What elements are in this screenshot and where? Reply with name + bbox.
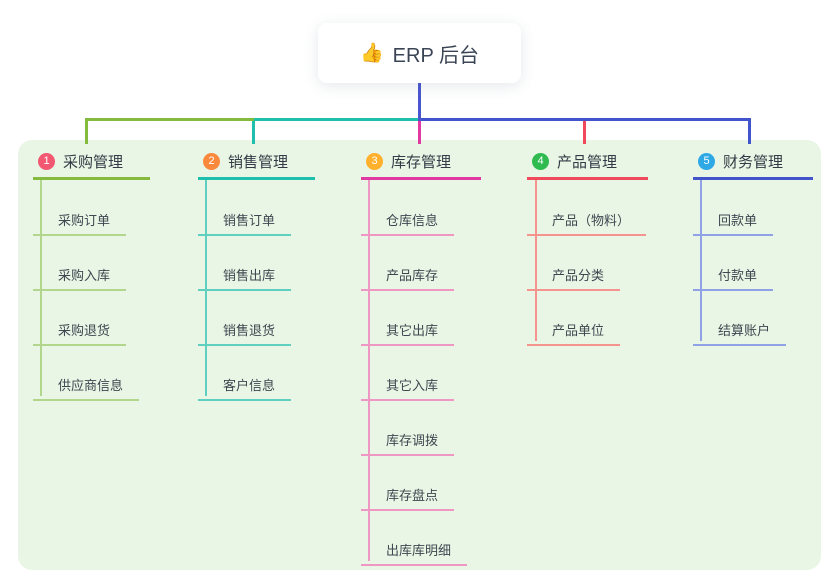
child-node-label: 出库库明细 bbox=[386, 543, 452, 558]
child-node[interactable]: 产品库存 bbox=[361, 258, 455, 291]
connector-bus-segment-1 bbox=[85, 118, 254, 121]
connector-drop-1 bbox=[85, 119, 88, 144]
branch-header-inventory[interactable]: 3 库存管理 bbox=[361, 146, 481, 180]
child-node-label: 产品库存 bbox=[386, 268, 439, 283]
child-node-label: 产品单位 bbox=[552, 323, 605, 338]
child-node-label: 产品分类 bbox=[552, 268, 605, 283]
child-node[interactable]: 库存盘点 bbox=[361, 478, 455, 511]
child-node[interactable]: 产品分类 bbox=[527, 258, 621, 291]
branch-header-finance[interactable]: 5 财务管理 bbox=[693, 146, 813, 180]
child-node-label: 付款单 bbox=[718, 268, 758, 283]
branch-number-badge: 3 bbox=[366, 153, 383, 170]
thumbs-up-icon: 👍 bbox=[360, 43, 384, 64]
child-node-label: 产品（物料） bbox=[552, 213, 631, 228]
child-node-label: 销售订单 bbox=[223, 213, 276, 228]
child-node-label: 销售退货 bbox=[223, 323, 276, 338]
branch-title: 产品管理 bbox=[557, 154, 618, 171]
child-node-label: 采购退货 bbox=[58, 323, 111, 338]
branch-spine-line bbox=[700, 180, 702, 341]
child-node[interactable]: 付款单 bbox=[693, 258, 774, 291]
branch-number-badge: 1 bbox=[38, 153, 55, 170]
child-node[interactable]: 客户信息 bbox=[198, 368, 292, 401]
child-node[interactable]: 其它入库 bbox=[361, 368, 455, 401]
connector-bus-segment-3 bbox=[418, 118, 751, 121]
child-node-label: 其它出库 bbox=[386, 323, 439, 338]
child-node[interactable]: 产品单位 bbox=[527, 313, 621, 346]
connector-drop-3 bbox=[418, 119, 421, 144]
connector-drop-2 bbox=[252, 119, 255, 144]
child-node-label: 结算账户 bbox=[718, 323, 771, 338]
child-node[interactable]: 仓库信息 bbox=[361, 203, 455, 236]
child-node[interactable]: 采购退货 bbox=[33, 313, 127, 346]
branches-background-panel bbox=[18, 140, 821, 570]
child-node-label: 客户信息 bbox=[223, 378, 276, 393]
child-node[interactable]: 出库库明细 bbox=[361, 533, 468, 566]
child-node[interactable]: 销售退货 bbox=[198, 313, 292, 346]
child-node[interactable]: 产品（物料） bbox=[527, 203, 647, 236]
child-node-label: 采购订单 bbox=[58, 213, 111, 228]
root-node-label: ERP 后台 bbox=[392, 44, 479, 67]
child-node[interactable]: 采购入库 bbox=[33, 258, 127, 291]
branch-spine-line bbox=[205, 180, 207, 396]
branch-spine-line bbox=[40, 180, 42, 396]
connector-drop-5 bbox=[748, 119, 751, 144]
branch-title: 采购管理 bbox=[63, 154, 124, 171]
connector-root-stem bbox=[418, 83, 421, 121]
connector-drop-4 bbox=[583, 119, 586, 144]
child-node-label: 其它入库 bbox=[386, 378, 439, 393]
branch-number-badge: 2 bbox=[203, 153, 220, 170]
child-node-label: 回款单 bbox=[718, 213, 758, 228]
child-node[interactable]: 供应商信息 bbox=[33, 368, 140, 401]
branch-title: 库存管理 bbox=[391, 154, 452, 171]
branch-title: 销售管理 bbox=[228, 154, 289, 171]
branch-spine-line bbox=[535, 180, 537, 341]
child-node-label: 采购入库 bbox=[58, 268, 111, 283]
child-node[interactable]: 采购订单 bbox=[33, 203, 127, 236]
child-node[interactable]: 回款单 bbox=[693, 203, 774, 236]
child-node-label: 供应商信息 bbox=[58, 378, 124, 393]
connector-bus-segment-2 bbox=[254, 118, 418, 121]
branch-header-purchase[interactable]: 1 采购管理 bbox=[33, 146, 150, 180]
branch-spine-line bbox=[368, 180, 370, 561]
child-node-label: 仓库信息 bbox=[386, 213, 439, 228]
child-node-label: 库存盘点 bbox=[386, 488, 439, 503]
child-node[interactable]: 结算账户 bbox=[693, 313, 787, 346]
child-node[interactable]: 库存调拨 bbox=[361, 423, 455, 456]
branch-title: 财务管理 bbox=[723, 154, 784, 171]
branch-header-sales[interactable]: 2 销售管理 bbox=[198, 146, 315, 180]
child-node[interactable]: 其它出库 bbox=[361, 313, 455, 346]
child-node[interactable]: 销售订单 bbox=[198, 203, 292, 236]
child-node-label: 销售出库 bbox=[223, 268, 276, 283]
branch-number-badge: 5 bbox=[698, 153, 715, 170]
branch-number-badge: 4 bbox=[532, 153, 549, 170]
branch-header-product[interactable]: 4 产品管理 bbox=[527, 146, 648, 180]
child-node[interactable]: 销售出库 bbox=[198, 258, 292, 291]
child-node-label: 库存调拨 bbox=[386, 433, 439, 448]
root-node[interactable]: 👍 ERP 后台 bbox=[318, 23, 521, 83]
